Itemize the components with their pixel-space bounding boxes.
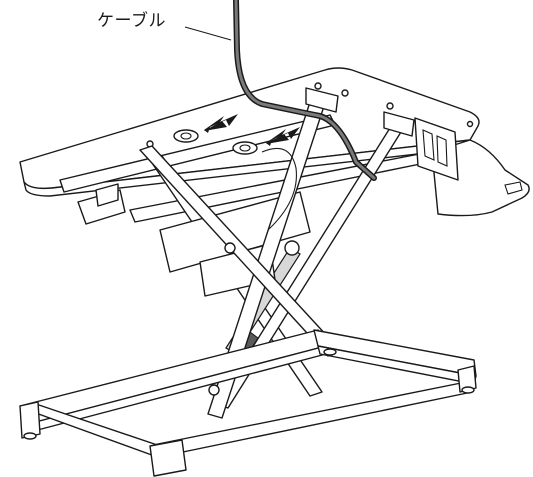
- cable-core: [234, 0, 376, 180]
- arrow-left-icon: [204, 114, 238, 133]
- cable-clip-left: [173, 129, 199, 143]
- scissor-lift: [139, 87, 415, 419]
- pivot-icon: [224, 242, 236, 254]
- bolt-icon: [466, 120, 474, 128]
- cable-clip-right: [232, 141, 258, 155]
- base-frame: [19, 329, 477, 477]
- bolt-icon: [341, 89, 349, 97]
- pivot-icon: [208, 384, 220, 396]
- bolt-icon: [314, 82, 322, 90]
- cable-leader-line: [184, 26, 232, 41]
- arrow-right-icon: [266, 127, 300, 146]
- cable-loop: [261, 147, 297, 231]
- bolt-icon: [386, 102, 394, 110]
- cable-label: ケーブル: [97, 11, 166, 31]
